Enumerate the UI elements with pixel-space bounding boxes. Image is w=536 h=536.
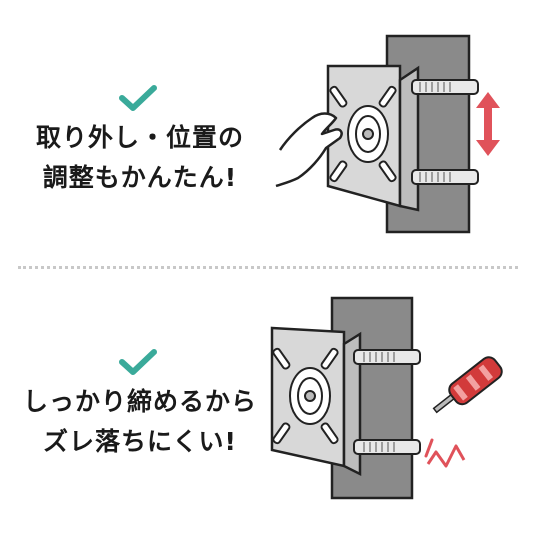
caption-line: 取り外し・位置の [35, 123, 244, 152]
up-down-arrow-icon [476, 92, 500, 156]
caption-line: 調整もかんたん! [42, 163, 238, 192]
hose-clamp-icon [411, 79, 479, 185]
check-icon [119, 85, 157, 111]
check-icon [119, 349, 157, 375]
caption-easy-adjust: 取り外し・位置の 調整もかんたん! [0, 118, 280, 198]
caption-line: ズレ落ちにくい! [43, 427, 237, 456]
hose-clamp-icon [353, 349, 421, 455]
hand-icon [275, 112, 343, 188]
caption-secure-fit: しっかり締めるから ズレ落ちにくい! [0, 382, 280, 462]
bracket-illustration-top [275, 34, 500, 234]
section-divider [18, 266, 518, 269]
panel-secure-fit: しっかり締めるから ズレ落ちにくい! [0, 268, 536, 536]
panel-easy-adjust: 取り外し・位置の 調整もかんたん! [0, 34, 500, 234]
bracket-illustration-bottom [270, 296, 503, 500]
screwdriver-icon [432, 356, 503, 414]
zigzag-impact-icon [426, 444, 466, 468]
caption-line: しっかり締めるから [22, 387, 257, 416]
